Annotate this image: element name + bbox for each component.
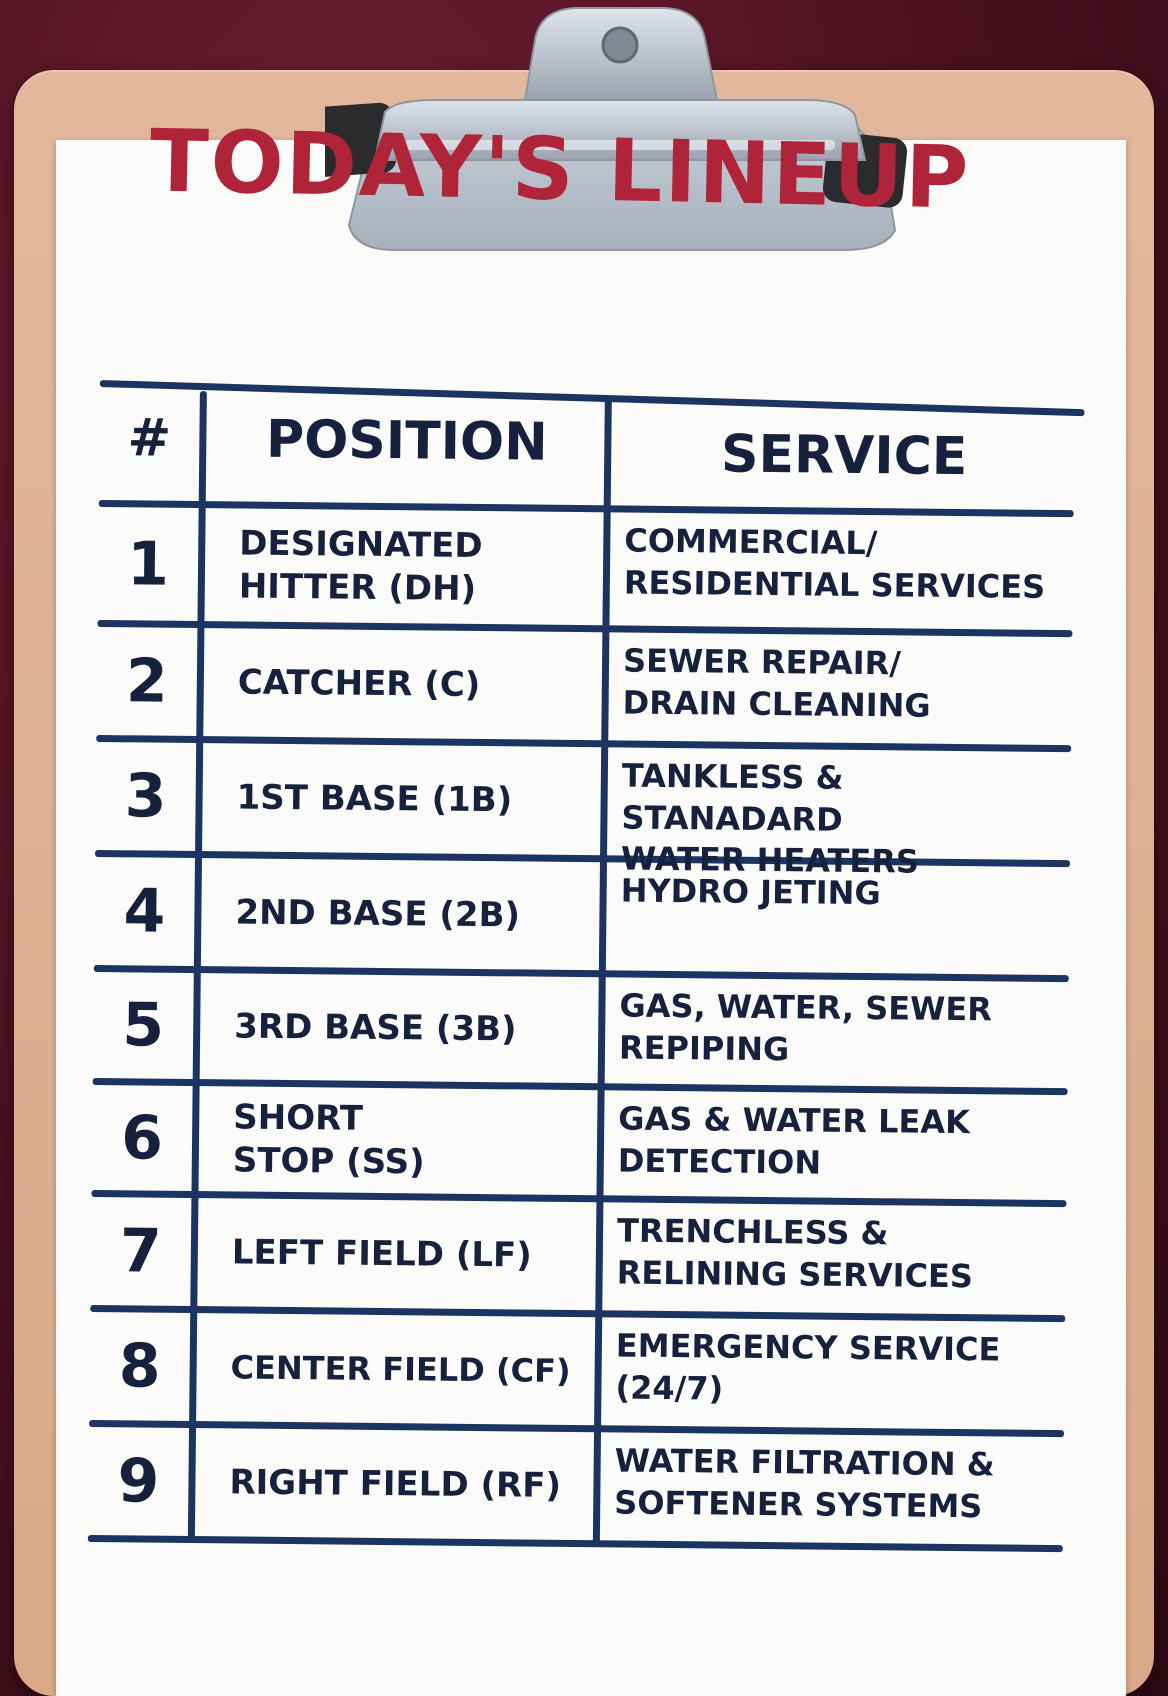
row-service: TANKLESS & STANADARD WATER HEATERS <box>621 756 919 880</box>
row-position: 3RD BASE (3B) <box>234 1006 517 1050</box>
row-number: 8 <box>118 1331 161 1402</box>
lineup-table: # POSITION SERVICE 1 DESIGNATED HITTER (… <box>87 380 1090 1640</box>
row-number: 5 <box>122 990 165 1061</box>
row-position: DESIGNATED HITTER (DH) <box>238 523 483 609</box>
row-number: 3 <box>124 761 167 832</box>
row-position: 1ST BASE (1B) <box>236 777 513 821</box>
row-service: COMMERCIAL/ RESIDENTIAL SERVICES <box>623 521 1046 606</box>
row-position: CATCHER (C) <box>237 662 481 705</box>
row-number: 2 <box>125 646 169 717</box>
page-title: TODAY'S LINEUP <box>148 111 972 229</box>
column-header-service: SERVICE <box>720 424 968 488</box>
row-service: HYDRO JETING <box>620 871 881 913</box>
row-position: RIGHT FIELD (RF) <box>229 1462 562 1506</box>
row-number: 1 <box>126 528 170 600</box>
row-service: WATER FILTRATION & SOFTENER SYSTEMS <box>614 1441 995 1525</box>
clipboard-clip-icon <box>325 7 908 251</box>
row-number: 6 <box>120 1102 164 1174</box>
row-number: 7 <box>119 1216 163 1287</box>
row-service: SEWER REPAIR/ DRAIN CLEANING <box>622 641 931 725</box>
row-number: 4 <box>123 876 166 947</box>
column-header-position: POSITION <box>265 409 549 473</box>
column-header-number: # <box>127 408 172 469</box>
row-position: 2ND BASE (2B) <box>235 892 521 936</box>
row-position: SHORT STOP (SS) <box>232 1097 425 1182</box>
row-service: GAS, WATER, SEWER REPIPING <box>618 986 993 1068</box>
row-position: CENTER FIELD (CF) <box>230 1348 571 1390</box>
row-service: GAS & WATER LEAK DETECTION <box>617 1099 971 1182</box>
row-number: 9 <box>117 1446 160 1517</box>
row-service: TRENCHLESS & RELINING SERVICES <box>616 1211 974 1295</box>
row-service: EMERGENCY SERVICE (24/7) <box>615 1326 1001 1408</box>
row-position: LEFT FIELD (LF) <box>231 1232 533 1276</box>
